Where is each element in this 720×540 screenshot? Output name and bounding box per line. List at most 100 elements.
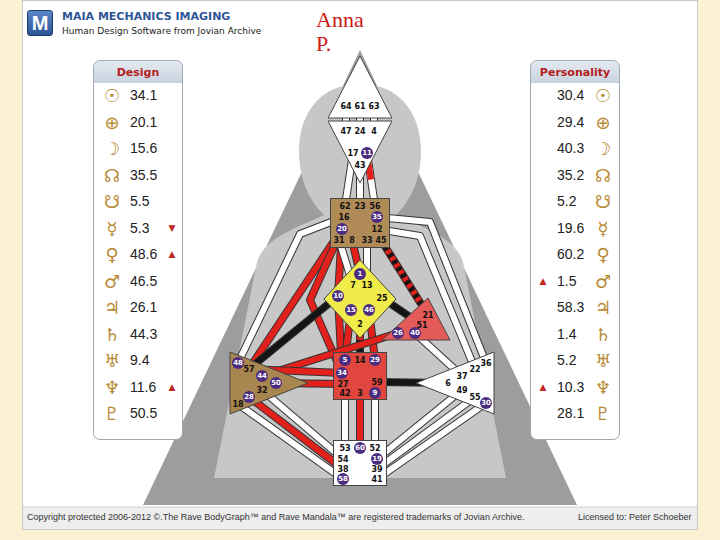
gate-line-value: 20.1 <box>130 114 157 130</box>
channel-outline <box>238 404 343 479</box>
planet-symbol: ☊ <box>104 164 120 185</box>
gate-line-value: 5.5 <box>130 193 149 209</box>
gate-number: 54 <box>337 455 348 464</box>
chart-title: Anna P. <box>316 8 378 56</box>
center-outline <box>382 298 450 340</box>
gate-line-value: 5.2 <box>557 352 576 368</box>
channel-outline <box>249 397 343 469</box>
channel-fill <box>238 404 343 479</box>
gate-line-value: 35.5 <box>130 167 157 183</box>
gate-number: 4 <box>371 127 377 136</box>
gate-line-value: 29.4 <box>557 114 584 130</box>
gate-line-value: 58.3 <box>557 299 584 315</box>
planet-symbol: ♃ <box>104 297 120 318</box>
planet-symbol: ♇ <box>104 403 120 424</box>
gate-line-value: 28.1 <box>557 405 584 421</box>
planet-symbol: ☽ <box>595 138 611 159</box>
gate-number: 21 <box>422 311 433 320</box>
channel-outline <box>356 393 364 448</box>
logo-box: M <box>27 10 53 36</box>
background-triangle <box>143 50 577 505</box>
license-note: Licensed to: Peter Schoeber <box>578 513 692 522</box>
panel-heading: Design <box>117 66 160 79</box>
channel-line <box>345 393 346 448</box>
planet-symbol: ☉ <box>104 85 120 106</box>
gate-number: 19 <box>371 453 383 465</box>
gate-number: 17 <box>347 149 358 158</box>
gate-number: 43 <box>354 161 365 170</box>
gate-number: 60 <box>354 442 366 454</box>
gate-number: 16 <box>338 213 349 222</box>
gate-number: 62 <box>339 202 350 211</box>
center-outline <box>334 441 387 486</box>
header-subtitle: Human Design Software from Jovian Archiv… <box>62 27 261 36</box>
gate-number: 55 <box>469 393 480 402</box>
planet-symbol: ☿ <box>106 217 117 238</box>
channel-outline <box>377 397 475 469</box>
gate-number: 41 <box>371 475 382 484</box>
gate-number: 63 <box>368 102 379 111</box>
gate-number: 37 <box>456 372 467 381</box>
energy-center: 1713102515462 <box>324 260 396 338</box>
channel-line <box>377 217 486 363</box>
copyright-note: Copyright protected 2006-2012 ©.The Rave… <box>27 513 524 522</box>
gate-line-value: 5.2 <box>557 193 576 209</box>
gate-number: 42 <box>339 389 350 398</box>
gate-number: 33 <box>361 236 372 245</box>
gate-number: 50 <box>270 377 282 389</box>
energy-center: 21512640 <box>382 298 450 342</box>
channel-fill <box>249 397 343 469</box>
planet-symbol: ♆ <box>595 376 611 397</box>
gate-number: 15 <box>345 304 357 316</box>
planet-symbol: ☊ <box>595 164 611 185</box>
gate-number: 5 <box>339 354 351 366</box>
gate-number: 59 <box>371 378 382 387</box>
gate-line-value: 10.3 <box>557 379 584 395</box>
planet-symbol: ♅ <box>595 350 611 371</box>
center-outline <box>331 199 390 248</box>
gate-number: 53 <box>339 444 350 453</box>
gate-line-value: 46.5 <box>130 273 157 289</box>
planet-symbol: ☋ <box>104 191 120 212</box>
gate-number: 46 <box>363 304 375 316</box>
channel-fill <box>357 393 363 448</box>
gate-number: 26 <box>392 327 404 339</box>
exaltation-arrow: ▲ <box>540 382 547 392</box>
center-outline <box>416 352 494 414</box>
gate-line-value: 11.6 <box>130 379 156 395</box>
gate-number: 48 <box>232 357 244 369</box>
channel-outline <box>371 393 379 448</box>
center-outline <box>328 121 392 183</box>
channel-fill <box>372 393 378 448</box>
frame <box>23 1 698 530</box>
center-outline <box>334 353 387 400</box>
gate-line-value: 44.3 <box>130 326 157 342</box>
planet-symbol: ♂ <box>104 270 120 291</box>
gate-line-value: 30.4 <box>557 87 584 103</box>
gate-number: 34 <box>336 367 348 379</box>
exaltation-arrow: ▼ <box>169 223 176 233</box>
gate-number: 52 <box>369 444 380 453</box>
channel-line <box>238 404 343 479</box>
gate-number: 61 <box>354 102 365 111</box>
planet-symbol: ♄ <box>104 323 120 344</box>
gate-number: 22 <box>469 365 480 374</box>
gate-line-value: 60.2 <box>557 246 584 262</box>
gate-line-value: 35.2 <box>557 167 584 183</box>
energy-center: 514293427594239 <box>333 352 387 400</box>
planet-symbol: ☿ <box>597 217 608 238</box>
gate-number: 23 <box>354 202 365 211</box>
gate-number: 9 <box>369 387 381 399</box>
channel-outline <box>377 403 486 479</box>
channel-fill <box>377 217 486 363</box>
planet-symbol: ♀ <box>105 244 118 265</box>
planet-symbol: ♃ <box>595 297 611 318</box>
gate-number: 35 <box>371 211 383 223</box>
planet-symbol: ⊕ <box>595 111 610 132</box>
energy-center: 47244171143 <box>328 121 392 183</box>
gate-number: 30 <box>480 397 492 409</box>
panel-heading: Personality <box>540 66 610 79</box>
gate-number: 36 <box>480 359 491 368</box>
gate-number: 57 <box>243 365 254 374</box>
gate-number: 20 <box>336 223 348 235</box>
